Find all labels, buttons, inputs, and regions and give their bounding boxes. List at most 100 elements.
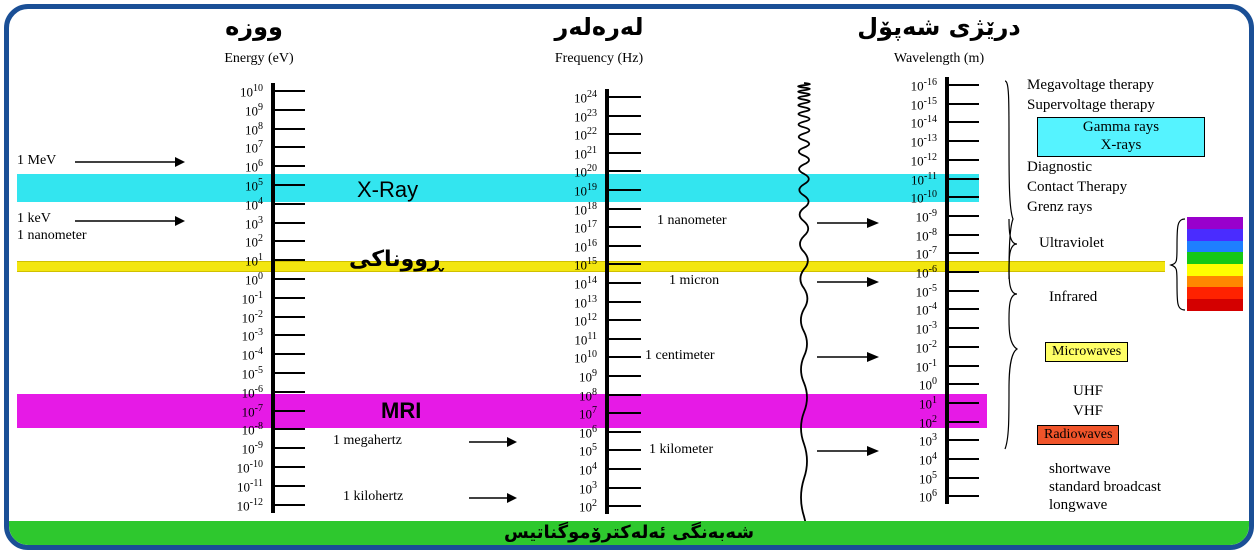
energy-axis-tick	[275, 202, 305, 205]
wavelength-axis-tick-label: 10-12	[910, 151, 937, 169]
energy-axis-tick	[275, 259, 305, 262]
frequency-axis-tick	[609, 356, 641, 359]
frequency-axis-tick-label: 103	[579, 479, 597, 496]
energy-axis-tick-label: 109	[245, 101, 263, 119]
frequency-axis-tick-label: 1010	[574, 349, 597, 366]
frequency-axis-tick	[609, 133, 641, 136]
energy-axis-tick	[275, 409, 305, 412]
frequency-axis-tick-label: 1014	[574, 275, 597, 292]
frequency-axis-tick	[609, 486, 641, 489]
energy-axis-tick-label: 10-2	[241, 308, 263, 325]
megahertz-label: 1 megahertz	[333, 433, 402, 448]
wavelength-axis-tick	[949, 233, 979, 236]
wavelength-axis-tick-label: 10-10	[910, 189, 937, 206]
centimeter-label: 1 centimeter	[645, 348, 715, 363]
frequency-axis-tick	[609, 393, 641, 396]
frequency-axis-tick-label: 1011	[574, 330, 597, 348]
energy-axis-title: Energy (eV)	[224, 51, 294, 66]
frequency-kurdish-title: لەرەلەر	[554, 13, 644, 41]
energy-axis-tick-label: 10-3	[241, 327, 263, 344]
wavelength-axis-tick	[949, 364, 979, 367]
wavelength-axis-tick	[949, 383, 979, 386]
energy-axis-tick	[275, 278, 305, 280]
wavelength-axis-tick-label: 105	[919, 469, 937, 487]
uhf-label: UHF	[1073, 383, 1104, 399]
category-brackets	[1004, 80, 1019, 450]
mev-label: 1 MeV	[17, 153, 57, 168]
wavelength-axis-tick	[949, 439, 979, 442]
energy-axis-tick	[275, 428, 305, 431]
nanometer-label: 1 nanometer	[657, 213, 727, 228]
spectrum-swatches	[1187, 217, 1243, 311]
frequency-axis-tick-label: 1019	[574, 182, 597, 199]
wavelength-axis-tick-label: 10-9	[915, 207, 937, 225]
frequency-axis-tick	[609, 449, 641, 452]
wavelength-axis-tick	[949, 121, 979, 124]
frequency-axis-tick-label: 1020	[574, 163, 597, 180]
frequency-axis-tick-label: 1022	[574, 126, 597, 143]
footer-title: شەبەنگی ئەلەکترۆموگناتیس	[9, 521, 1249, 545]
energy-axis-tick	[275, 184, 305, 186]
kilometer-label: 1 kilometer	[649, 442, 714, 457]
energy-axis-tick-label: 104	[245, 195, 263, 213]
frequency-axis-tick	[609, 114, 641, 117]
centimeter-arrow-icon	[817, 352, 879, 362]
wavelength-axis-tick	[949, 476, 979, 479]
spectrum-swatch	[1187, 252, 1243, 264]
kilometer-arrow-icon	[817, 446, 879, 456]
shortwave-label: shortwave	[1049, 461, 1111, 477]
wavelength-axis-tick	[949, 495, 979, 498]
energy-axis-tick-label: 10-7	[241, 402, 263, 419]
wavelength-axis-tick-label: 10-8	[915, 226, 937, 243]
spectrum-swatch	[1187, 287, 1243, 299]
wavelength-axis-tick	[949, 252, 979, 255]
wavelength-axis-tick-label: 103	[919, 432, 937, 449]
vhf-label: VHF	[1073, 403, 1104, 419]
wavelength-axis-tick	[949, 177, 979, 180]
energy-axis-tick-label: 107	[245, 139, 263, 156]
xray-band-label: X-Ray	[357, 177, 419, 202]
wavelength-axis-tick	[949, 140, 979, 143]
longwave-label: longwave	[1049, 497, 1108, 513]
energy-axis-tick	[275, 447, 305, 450]
infrared-label: Infrared	[1049, 289, 1098, 305]
gamma-box: Gamma rays X-rays	[1037, 117, 1205, 157]
energy-axis-tick	[275, 353, 305, 356]
frequency-axis-tick	[609, 263, 641, 266]
kev-arrow-icon	[75, 216, 185, 226]
frequency-axis-tick-label: 1018	[574, 200, 597, 217]
grenz-label: Grenz rays	[1027, 199, 1093, 215]
micron-arrow-icon	[817, 277, 879, 287]
energy-axis-tick-label: 101	[245, 252, 263, 269]
energy-axis-tick	[275, 484, 305, 487]
wavelength-axis-tick-label: 101	[919, 394, 937, 412]
wavelength-axis-tick	[949, 308, 979, 311]
wavelength-axis-tick-label: 104	[919, 451, 937, 468]
megahertz-arrow-icon	[469, 437, 517, 447]
megavoltage-label: Megavoltage therapy	[1027, 77, 1155, 93]
energy-axis-tick-label: 100	[245, 271, 263, 288]
wavelength-axis-tick-label: 10-11	[911, 170, 937, 187]
frequency-axis-tick-label: 109	[579, 368, 597, 385]
frequency-axis-tick	[609, 189, 641, 191]
wavelength-axis-tick-label: 10-3	[915, 320, 937, 337]
frequency-axis-tick-label: 104	[579, 461, 597, 478]
frequency-axis-tick	[609, 468, 641, 470]
wavelength-kurdish-title: درێژی شەپۆل	[857, 13, 1021, 41]
frequency-axis-tick-label: 1017	[574, 219, 597, 236]
frequency-axis-tick	[609, 430, 641, 433]
wavelength-axis-tick	[949, 289, 979, 292]
energy-axis-tick-label: 1010	[240, 83, 263, 100]
wavelength-axis-tick	[949, 158, 979, 161]
wavelength-axis-tick	[949, 271, 979, 273]
spectrum-swatch	[1187, 276, 1243, 287]
wavelength-axis-tick-label: 10-16	[910, 77, 937, 94]
frequency-axis-tick-label: 108	[579, 386, 597, 403]
visible-band-label: ڕووناکی	[349, 247, 443, 272]
wavelength-axis-tick-label: 106	[919, 488, 937, 505]
radiowaves-box: Radiowaves	[1037, 425, 1120, 445]
energy-axis-tick-label: 10-4	[241, 346, 263, 363]
kilohertz-label: 1 kilohertz	[343, 489, 404, 504]
frequency-axis-tick	[609, 282, 641, 284]
energy-axis-tick-label: 106	[245, 158, 263, 175]
